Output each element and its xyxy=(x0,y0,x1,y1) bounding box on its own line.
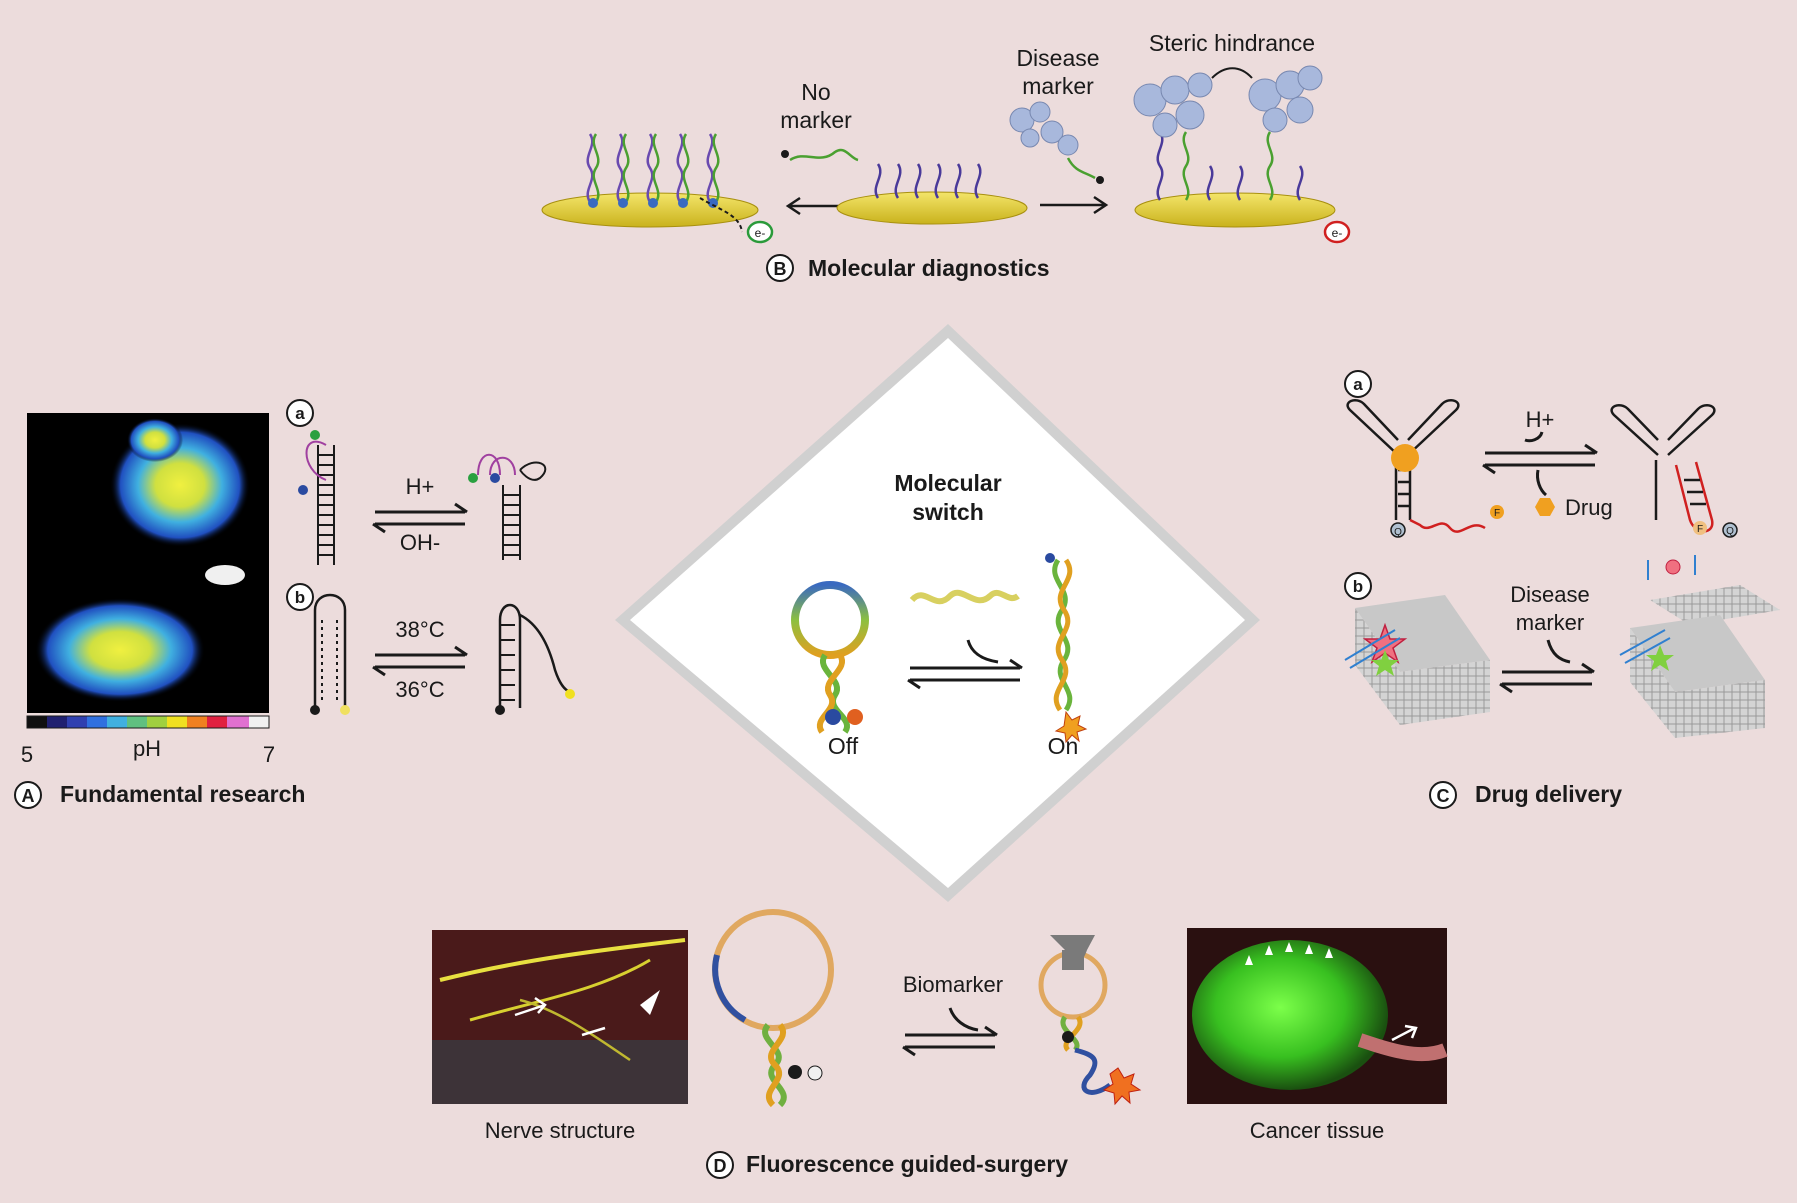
electrode-plate-left xyxy=(541,133,759,228)
equilibrium-d-icon xyxy=(902,1007,998,1057)
hairpin-off-icon xyxy=(791,581,869,734)
equilibrium-b-icon xyxy=(372,645,468,677)
equilibrium-c-a-icon xyxy=(1482,431,1598,497)
panel-d-title-text: Fluorescence guided-surgery xyxy=(746,1151,1068,1177)
scale-min-label: 5 xyxy=(21,742,33,767)
on-label: On xyxy=(1048,733,1079,759)
y-aptamer-right-icon xyxy=(1610,404,1738,538)
nerve-structure-image xyxy=(432,930,688,1104)
equilibrium-a-icon xyxy=(372,502,468,534)
acid-label-a: H+ xyxy=(406,474,435,499)
duplex-on-icon xyxy=(1045,553,1088,744)
panel-c-title: C Drug delivery xyxy=(1429,781,1622,809)
acid-label-c: H+ xyxy=(1526,407,1555,432)
target-strand-icon xyxy=(909,589,1020,605)
panel-a-title-text: Fundamental research xyxy=(60,781,305,807)
panel-a-sub-a: a xyxy=(295,404,305,423)
free-strand-icon xyxy=(789,148,859,162)
no-marker-line2: marker xyxy=(780,107,852,133)
f-label-right: F xyxy=(1697,524,1703,535)
q-label-left: Q xyxy=(1394,527,1402,538)
disease-c-line2: marker xyxy=(1516,610,1584,635)
electrode-plate-middle xyxy=(836,163,1028,225)
diamond-fill xyxy=(630,338,1245,888)
disease-marker-line1: Disease xyxy=(1016,45,1099,71)
dna-origami-box-left-icon xyxy=(1344,595,1490,725)
panel-d-letter: D xyxy=(714,1156,727,1176)
panel-c-sub-a: a xyxy=(1353,375,1363,394)
hairpin-probe-open-icon xyxy=(1038,935,1142,1106)
center-diamond: Molecular switch Off On xyxy=(615,324,1260,902)
panel-c-title-text: Drug delivery xyxy=(1475,781,1622,807)
hairpin-probe-closed-icon xyxy=(712,909,834,1108)
panel-c-letter: C xyxy=(1437,786,1450,806)
antibody-icon xyxy=(1009,101,1079,156)
panel-a-title: A Fundamental research xyxy=(14,781,305,809)
hairpin-thermo-right-icon xyxy=(495,603,575,715)
i-motif-right-icon xyxy=(468,454,547,560)
panel-b-letter: B xyxy=(774,259,787,279)
panel-c-sub-b: b xyxy=(1353,577,1363,596)
panel-d-title: D Fluorescence guided-surgery xyxy=(706,1151,1068,1179)
equilibrium-c-b-icon xyxy=(1499,639,1595,694)
switch-title-line1: Molecular xyxy=(894,470,1001,496)
temp-low-label: 36°C xyxy=(395,677,444,702)
drug-label: Drug xyxy=(1565,495,1613,520)
dna-origami-box-right-icon xyxy=(1619,555,1780,738)
biomarker-label: Biomarker xyxy=(903,972,1003,997)
i-motif-left-icon xyxy=(298,430,335,565)
panel-b: e- No marker Disease marker xyxy=(541,30,1351,282)
scale-unit-label: pH xyxy=(133,736,161,761)
cancer-tissue-image xyxy=(1187,928,1448,1104)
hairpin-thermo-left-icon xyxy=(310,593,350,715)
panel-a: 5 pH 7 a H+ OH- b xyxy=(14,399,575,809)
drug-molecule-icon xyxy=(1535,498,1555,516)
panel-a-sub-b: b xyxy=(295,588,305,607)
temp-high-label: 38°C xyxy=(395,617,444,642)
nerve-label: Nerve structure xyxy=(485,1118,635,1143)
f-label-left: F xyxy=(1494,508,1500,519)
y-aptamer-left-icon xyxy=(1346,399,1504,538)
ph-heatmap-image xyxy=(27,413,269,713)
scale-max-label: 7 xyxy=(263,742,275,767)
off-label: Off xyxy=(828,733,859,759)
cancer-label: Cancer tissue xyxy=(1250,1118,1385,1143)
panel-c: a Q F H+ Drug xyxy=(1344,370,1780,809)
electrode-plate-right xyxy=(1133,65,1336,228)
disease-c-line1: Disease xyxy=(1510,582,1589,607)
steric-hindrance-label: Steric hindrance xyxy=(1149,30,1315,56)
switch-title-line2: switch xyxy=(912,499,984,525)
panel-d: Nerve structure Biomarker xyxy=(432,909,1448,1179)
equilibrium-arrows-icon xyxy=(907,639,1023,690)
panel-a-letter: A xyxy=(22,786,35,806)
electron-label-left: e- xyxy=(755,226,766,240)
no-marker-line1: No xyxy=(801,79,830,105)
electron-red-icon: e- xyxy=(1323,220,1351,244)
panel-b-title: B Molecular diagnostics xyxy=(766,254,1050,282)
arrow-right-icon xyxy=(1040,195,1109,215)
q-label-right: Q xyxy=(1726,526,1734,537)
electron-label-right: e- xyxy=(1332,226,1343,240)
ph-color-scale xyxy=(26,715,270,729)
electron-green-icon: e- xyxy=(699,197,774,244)
base-label-a: OH- xyxy=(400,530,440,555)
disease-marker-line2: marker xyxy=(1022,73,1094,99)
panel-b-title-text: Molecular diagnostics xyxy=(808,255,1050,281)
